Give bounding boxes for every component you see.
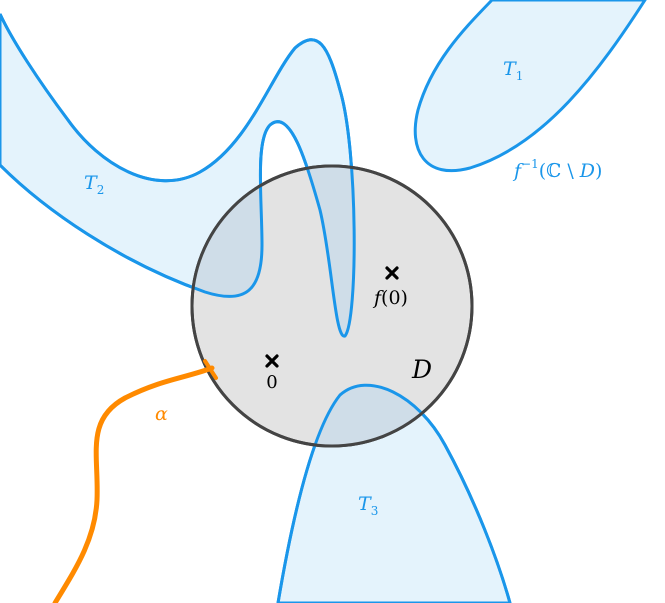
tract-outlines bbox=[0, 13, 512, 603]
label-fzero: f(0) bbox=[372, 287, 408, 309]
label-t1: T1 bbox=[503, 58, 523, 83]
overlap-t3 bbox=[278, 385, 472, 446]
tract-t3-outline bbox=[276, 383, 512, 603]
curve-alpha-end-tick bbox=[203, 359, 218, 380]
cross-mark-icon bbox=[385, 266, 399, 280]
curve-alpha bbox=[52, 365, 215, 603]
label-origin: 0 bbox=[266, 372, 277, 393]
cross-mark-icon bbox=[265, 354, 279, 368]
disk-d-outline bbox=[190, 164, 474, 448]
label-preimage: f−1(ℂ \ D) bbox=[512, 157, 602, 182]
tract-t1 bbox=[413, 0, 647, 173]
label-disk-d: D bbox=[411, 355, 432, 384]
label-t3: T3 bbox=[358, 493, 378, 518]
label-alpha: α bbox=[155, 403, 168, 425]
overlap-regions bbox=[192, 166, 472, 446]
label-t2: T2 bbox=[84, 172, 104, 197]
tract-t2-outline bbox=[0, 13, 356, 338]
